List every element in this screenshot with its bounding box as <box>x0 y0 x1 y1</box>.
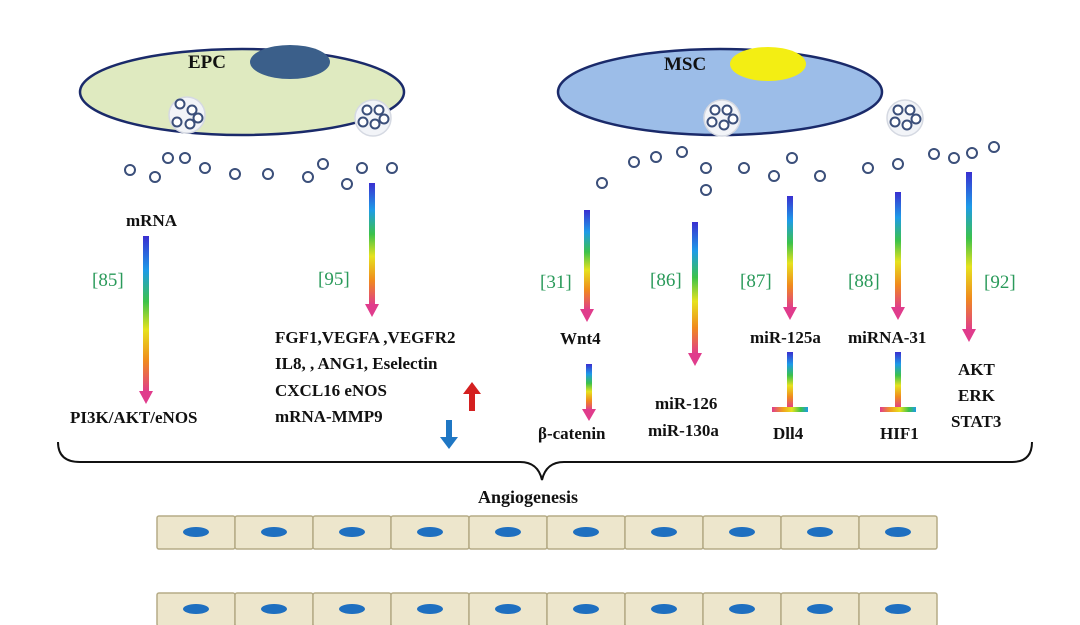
epc-factor-line-4: mRNA-MMP9 <box>275 407 383 426</box>
mir130a-label: miR-130a <box>648 421 719 440</box>
endothelial-layer-bottom <box>156 592 938 625</box>
mvb-msc-1 <box>703 99 741 137</box>
grouping-brace <box>57 441 1033 481</box>
mvb-epc-1 <box>168 96 206 134</box>
angiogenesis-label: Angiogenesis <box>478 487 579 507</box>
pi3k-akt-enos-label: PI3K/AKT/eNOS <box>70 408 198 427</box>
mrna-label: mRNA <box>126 211 177 230</box>
mirna31-label: miRNA-31 <box>848 328 927 347</box>
akt-label: AKT <box>958 360 995 379</box>
erk-label: ERK <box>958 386 995 405</box>
ref-86: [86] <box>650 270 682 291</box>
up-regulation-arrow <box>463 382 481 411</box>
stat3-label: STAT3 <box>951 412 1002 431</box>
ref-87: [87] <box>740 271 772 292</box>
epc-cell <box>78 45 406 137</box>
ref-95: [95] <box>318 269 350 290</box>
vesicle-bodies <box>168 96 924 137</box>
hif1-label: HIF1 <box>880 424 919 443</box>
epc-label: EPC <box>188 52 226 73</box>
wnt4-label: Wnt4 <box>560 329 601 348</box>
epc-factor-line-3: CXCL16 eNOS <box>275 381 387 400</box>
ref-31: [31] <box>540 272 572 293</box>
inhibition-mirna31-hif1 <box>880 352 916 412</box>
beta-catenin-label: β-catenin <box>538 424 606 443</box>
mir126-label: miR-126 <box>655 394 718 413</box>
ref-85: [85] <box>92 270 124 291</box>
pathway-arrows <box>139 172 976 421</box>
arrow-msc-to-wnt4 <box>580 210 594 322</box>
epc-factor-line-1: FGF1,VEGFA ,VEGFR2 <box>275 328 456 347</box>
arrow-msc-to-mir125a <box>783 196 797 320</box>
mir125a-label: miR-125a <box>750 328 821 347</box>
arrow-wnt4-to-beta-catenin <box>582 364 596 421</box>
epc-nucleus <box>250 45 330 79</box>
dll4-label: Dll4 <box>773 424 804 443</box>
arrow-mrna-to-pi3k <box>139 236 153 404</box>
down-regulation-arrow <box>440 420 458 449</box>
exosomes <box>124 141 1000 196</box>
arrow-epc-to-factors <box>365 183 379 317</box>
ref-92: [92] <box>984 272 1016 293</box>
arrow-msc-to-mirna31 <box>891 192 905 320</box>
epc-factor-line-2: IL8, , ANG1, Eselectin <box>275 354 438 373</box>
mvb-msc-2 <box>886 99 924 137</box>
arrow-msc-to-mir126 <box>688 222 702 366</box>
arrow-msc-to-akt <box>962 172 976 342</box>
msc-nucleus <box>730 47 806 81</box>
ref-88: [88] <box>848 271 880 292</box>
msc-label: MSC <box>664 54 707 75</box>
endothelial-layer-top <box>156 515 938 550</box>
inhibition-mir125a-dll4 <box>772 352 808 412</box>
msc-cell <box>556 47 884 137</box>
mvb-epc-2 <box>354 99 392 137</box>
